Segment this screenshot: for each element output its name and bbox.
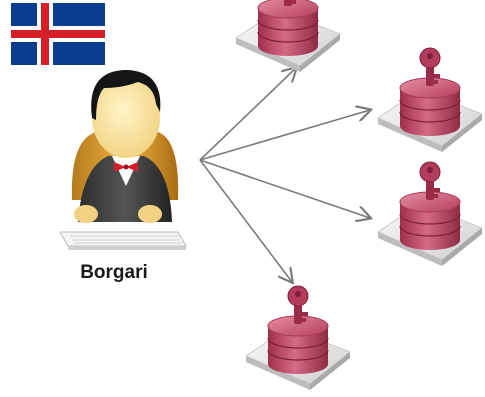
iceland-flag-icon (11, 3, 105, 65)
encrypted-database-icon-4 (245, 285, 351, 391)
arrow-to-database-4 (199, 159, 292, 282)
arrow-to-database-1 (199, 68, 296, 161)
encrypted-database-icon-2 (377, 47, 483, 153)
arrow-to-database-2 (199, 110, 370, 161)
connection-arrows (199, 68, 370, 282)
person-name-label: Borgari (80, 262, 148, 283)
encrypted-database-icon-3 (377, 161, 483, 267)
arrow-to-database-3 (199, 159, 370, 218)
person-icon (59, 70, 187, 250)
encrypted-database-icon-1 (235, 0, 341, 73)
